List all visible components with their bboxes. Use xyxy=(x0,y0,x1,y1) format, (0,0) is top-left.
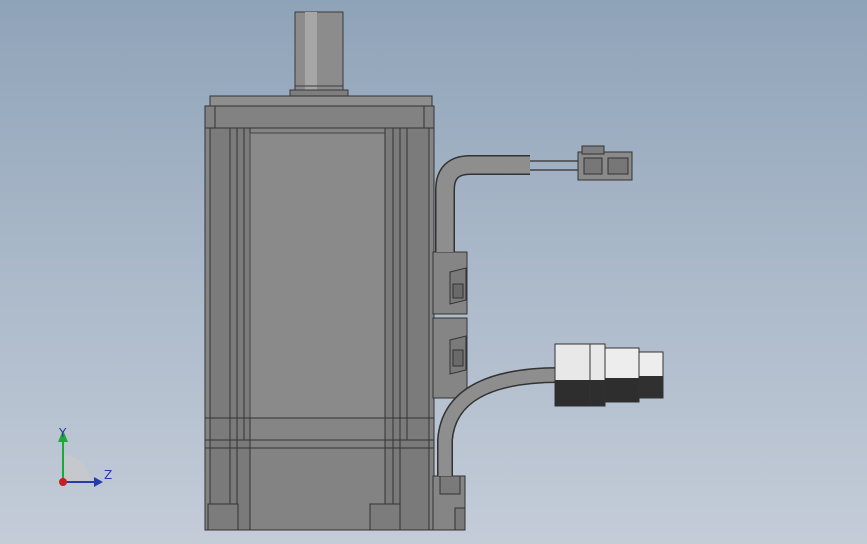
front-flange[interactable] xyxy=(204,95,435,129)
rear-end-cap[interactable] xyxy=(204,439,435,531)
motor-shaft[interactable] xyxy=(289,11,349,97)
z-axis-label: Z xyxy=(104,468,112,482)
brake-plug-connector[interactable] xyxy=(577,145,633,181)
z-axis-arrowhead xyxy=(94,477,103,487)
y-axis-arrowhead xyxy=(58,430,68,442)
power-connector-housing[interactable] xyxy=(432,317,468,399)
brake-connector-housing[interactable] xyxy=(432,251,468,315)
orientation-triad: Y Z xyxy=(58,426,112,487)
motor-body[interactable] xyxy=(204,127,435,441)
triad-plane xyxy=(63,455,90,482)
y-axis-label: Y xyxy=(58,426,67,440)
encoder-cable-gland[interactable] xyxy=(432,475,466,531)
power-cable[interactable] xyxy=(437,367,561,476)
brake-cable[interactable] xyxy=(435,155,582,252)
power-plug-connector[interactable] xyxy=(554,343,664,407)
x-axis-origin xyxy=(59,478,67,486)
